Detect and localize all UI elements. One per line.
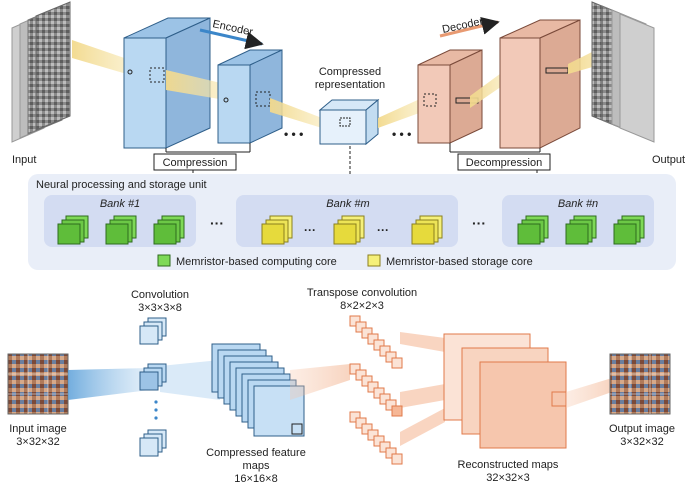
beam-transpose-to-recon-3 xyxy=(400,408,445,446)
transpose-kernels-2 xyxy=(349,363,403,417)
bank-1-cores xyxy=(57,215,185,245)
bank-m-cores xyxy=(261,215,443,245)
beam-input xyxy=(72,40,130,75)
beam-transpose-to-recon-2 xyxy=(400,384,445,408)
beam-recon-to-output xyxy=(566,378,612,408)
conv-kernel-stack-2 xyxy=(139,363,167,391)
bank-m-ellipsis-a: ··· xyxy=(304,223,316,237)
ellipsis-right: • • • xyxy=(392,127,411,141)
bank-n-label: Bank #n xyxy=(558,198,598,210)
output-label: Output xyxy=(652,154,685,166)
legend-storage-swatch xyxy=(367,254,381,267)
decoder-block-1 xyxy=(417,49,483,144)
bank-m-ellipsis-b: ··· xyxy=(377,223,389,237)
bank-ellipsis-2: ··· xyxy=(472,215,486,231)
beam-dec-1 xyxy=(470,68,508,108)
legend-computing-label: Memristor-based computing core xyxy=(176,256,337,268)
beam-enc-2 xyxy=(270,98,322,128)
decompression-label: Decompression xyxy=(466,157,542,169)
compression-box xyxy=(153,153,237,171)
compressed-label-line2: representation xyxy=(315,79,385,91)
compressed-representation-cube xyxy=(318,98,380,146)
convolution-label-line2: 3×3×3×8 xyxy=(138,302,182,314)
compressed-maps-line2: maps xyxy=(243,460,270,472)
transpose-label-line1: Transpose convolution xyxy=(307,287,417,299)
input-image-stack xyxy=(11,1,71,143)
transpose-kernels-3 xyxy=(349,411,403,465)
beam-input-to-conv xyxy=(68,368,150,400)
legend-storage-label: Memristor-based storage core xyxy=(386,256,533,268)
conv-vertical-dots xyxy=(154,400,158,420)
transpose-kernels-1 xyxy=(349,315,403,369)
compressed-label-line1: Compressed xyxy=(319,66,381,78)
compressed-maps-line3: 16×16×8 xyxy=(234,473,277,485)
legend-computing-swatch xyxy=(157,254,171,267)
bottom-output-image xyxy=(609,353,671,415)
input-image-label-line1: Input image xyxy=(9,423,66,435)
ellipsis-left: • • • xyxy=(284,127,303,141)
compressed-maps-line1: Compressed feature xyxy=(206,447,306,459)
encoder-arrow xyxy=(199,28,264,50)
decoder-label: Decoder xyxy=(441,15,484,35)
bank-n-cores xyxy=(517,215,645,245)
unit-title: Neural processing and storage unit xyxy=(36,179,207,191)
reconstructed-label-line1: Reconstructed maps xyxy=(458,459,559,471)
convolution-label-line1: Convolution xyxy=(131,289,189,301)
transpose-label-line2: 8×2×2×3 xyxy=(340,300,384,312)
reconstructed-maps-stack xyxy=(443,333,567,449)
decompression-box xyxy=(457,153,551,171)
conv-kernel-stack-3 xyxy=(139,429,167,457)
input-label: Input xyxy=(12,154,36,166)
input-image-label-line2: 3×32×32 xyxy=(16,436,59,448)
beam-conv-to-maps xyxy=(160,360,220,400)
bank-ellipsis-1: ··· xyxy=(210,215,224,231)
bank-m-label: Bank #m xyxy=(326,198,369,210)
beam-enc-1 xyxy=(166,70,225,100)
output-image-stack xyxy=(591,1,655,143)
output-image-label-line1: Output image xyxy=(609,423,675,435)
decoder-block-2 xyxy=(499,19,581,149)
beam-maps-to-transpose xyxy=(290,364,350,400)
bank-1-label: Bank #1 xyxy=(100,198,140,210)
conv-kernel-stack-1 xyxy=(139,317,167,345)
encoder-block-2 xyxy=(217,49,283,144)
reconstructed-label-line2: 32×32×3 xyxy=(486,472,529,484)
beam-transpose-to-recon-1 xyxy=(400,332,445,352)
compressed-feature-maps-stack xyxy=(211,343,305,437)
output-image-label-line2: 3×32×32 xyxy=(620,436,663,448)
decoder-arrow xyxy=(439,17,500,38)
compression-label: Compression xyxy=(163,157,228,169)
bottom-input-image xyxy=(7,353,69,415)
beam-dec-0 xyxy=(378,98,422,128)
